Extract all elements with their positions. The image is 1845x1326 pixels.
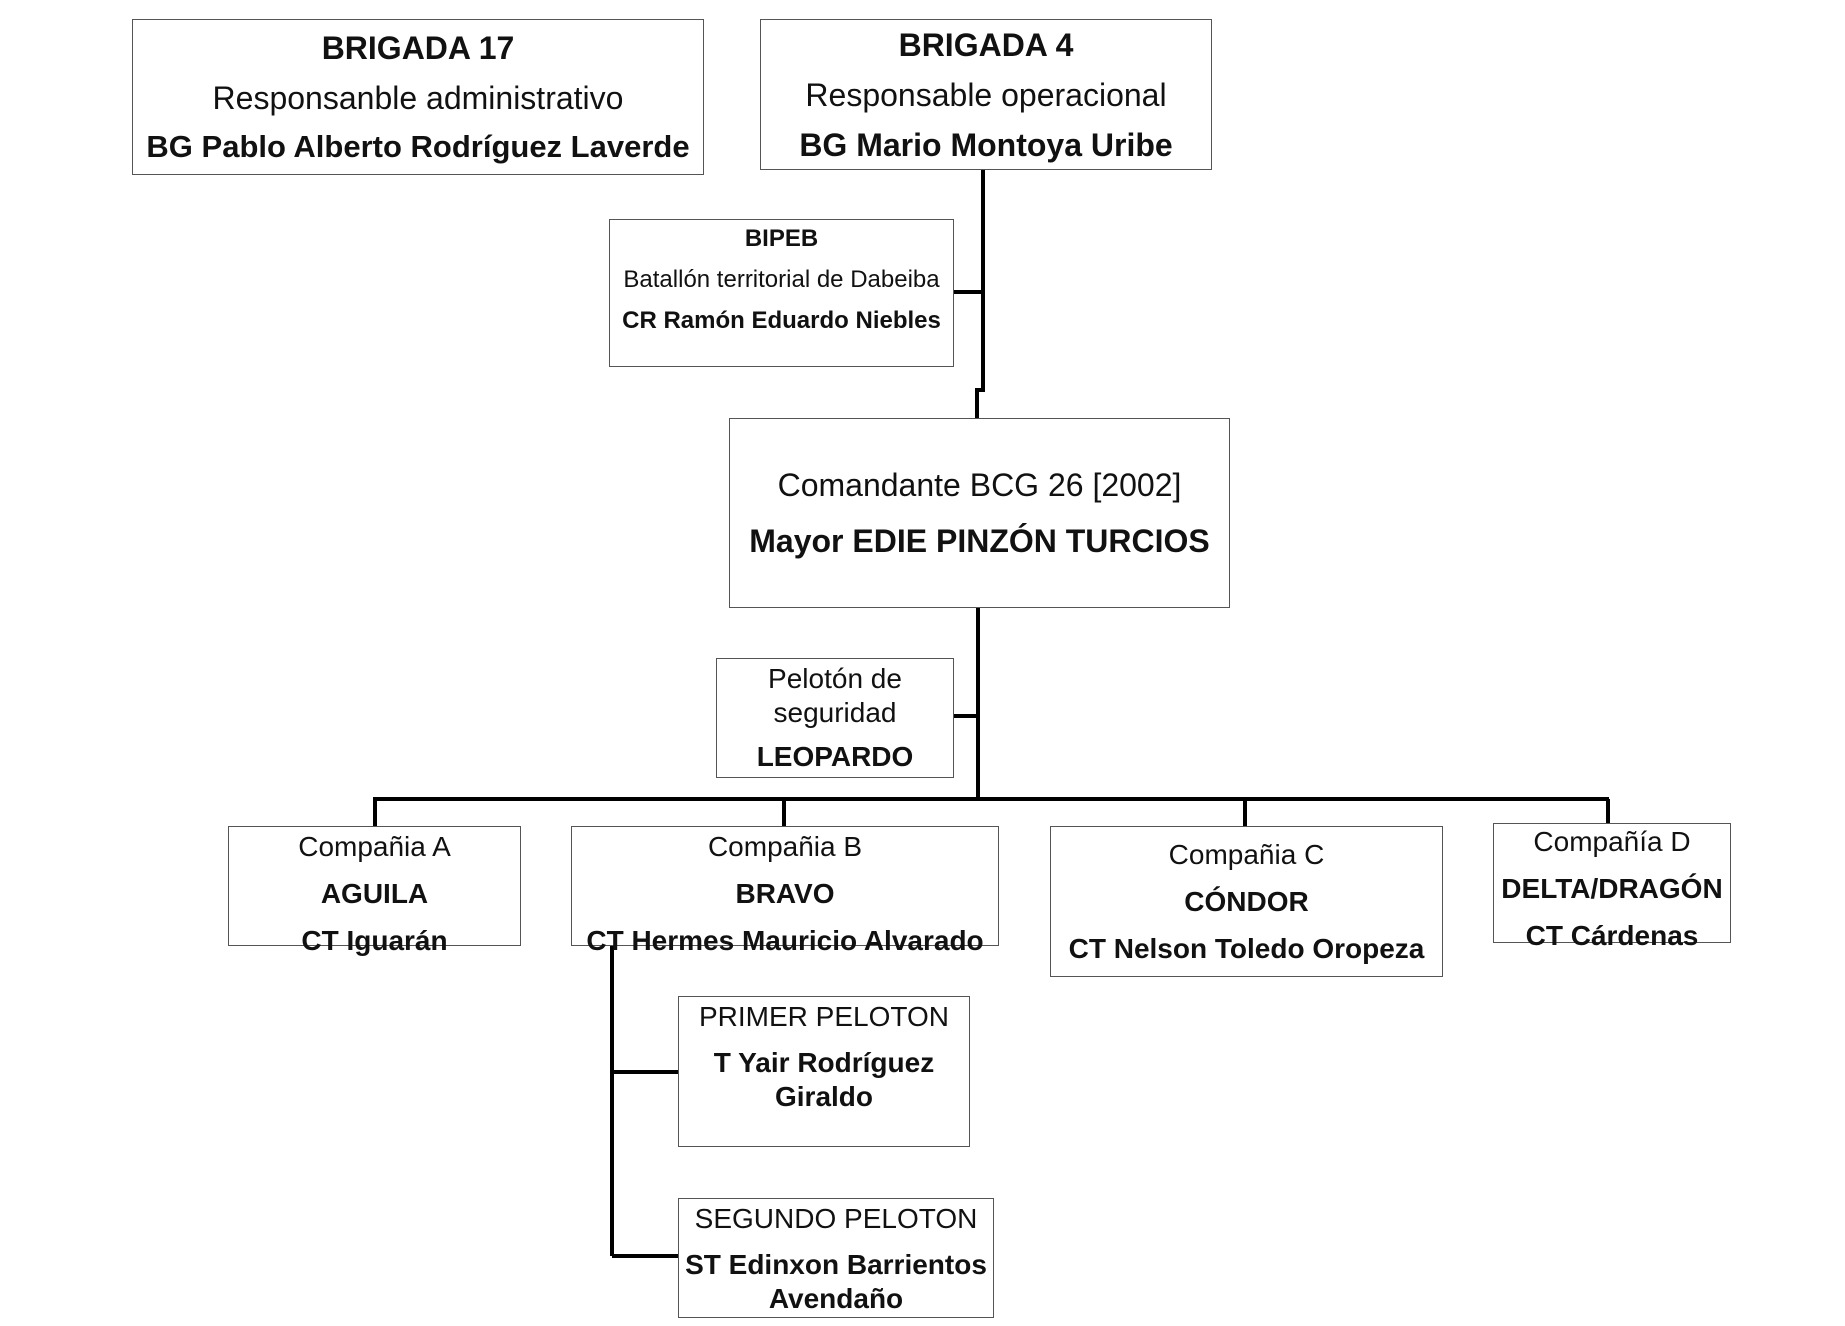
- brigada4-role: Responsable operacional: [805, 76, 1167, 113]
- brigada4-commander: BG Mario Montoya Uribe: [799, 126, 1173, 163]
- bipeb-role: Batallón territorial de Dabeiba: [623, 266, 940, 293]
- segundo-peloton-title: SEGUNDO PELOTON: [694, 1203, 978, 1234]
- segundo-peloton-commander: ST Edinxon Barrientos Avendaño: [685, 1249, 987, 1314]
- peloton-seguridad-role: Pelotón de seguridad: [768, 662, 902, 728]
- compania-c-box: Compañia C CÓNDOR CT Nelson Toledo Orope…: [1050, 826, 1443, 977]
- primer-peloton-box: PRIMER PELOTON T Yair Rodríguez Giraldo: [678, 996, 970, 1147]
- comandante-role: Comandante BCG 26 [2002]: [777, 467, 1182, 503]
- compania-d-name: DELTA/DRAGÓN: [1501, 873, 1723, 904]
- bipeb-box: BIPEB Batallón territorial de Dabeiba CR…: [609, 219, 954, 367]
- compania-a-role: Compañia A: [298, 831, 451, 862]
- compania-b-name: BRAVO: [735, 878, 835, 909]
- compania-c-commander: CT Nelson Toledo Oropeza: [1068, 933, 1425, 964]
- compania-b-role: Compañia B: [707, 831, 863, 862]
- brigada17-role: Responsanble administrativo: [212, 79, 624, 116]
- segundo-peloton-box: SEGUNDO PELOTON ST Edinxon Barrientos Av…: [678, 1198, 994, 1318]
- comandante-commander: Mayor EDIE PINZÓN TURCIOS: [749, 523, 1210, 559]
- brigada17-commander: BG Pablo Alberto Rodríguez Laverde: [146, 128, 690, 164]
- brigada4-title: BRIGADA 4: [898, 26, 1074, 63]
- compania-c-name: CÓNDOR: [1184, 886, 1309, 917]
- compania-d-commander: CT Cárdenas: [1525, 920, 1699, 951]
- connector-brigada4-trunk: [975, 168, 985, 418]
- brigada17-title: BRIGADA 17: [321, 29, 515, 66]
- compania-a-box: Compañia A AGUILA CT Iguarán: [228, 826, 521, 956]
- bipeb-commander: CR Ramón Eduardo Niebles: [622, 307, 941, 334]
- primer-peloton-commander: T Yair Rodríguez Giraldo: [713, 1047, 935, 1112]
- compania-c-role: Compañia C: [1168, 839, 1325, 870]
- comandante-box: Comandante BCG 26 [2002] Mayor EDIE PINZ…: [729, 418, 1230, 608]
- bipeb-title: BIPEB: [744, 225, 819, 252]
- compania-a-commander: CT Iguarán: [301, 925, 448, 956]
- compania-b-commander: CT Hermes Mauricio Alvarado: [586, 925, 984, 956]
- brigada4-box: BRIGADA 4 Responsable operacional BG Mar…: [760, 19, 1212, 170]
- peloton-seguridad-name: LEOPARDO: [756, 741, 914, 773]
- compania-d-box: Compañía D DELTA/DRAGÓN CT Cárdenas: [1493, 823, 1731, 951]
- compania-b-box: Compañia B BRAVO CT Hermes Mauricio Alva…: [571, 826, 999, 956]
- compania-a-name: AGUILA: [320, 878, 429, 909]
- primer-peloton-title: PRIMER PELOTON: [699, 1001, 949, 1032]
- compania-d-role: Compañía D: [1533, 826, 1691, 857]
- peloton-seguridad-box: Pelotón de seguridad LEOPARDO: [716, 658, 954, 778]
- brigada17-box: BRIGADA 17 Responsanble administrativo B…: [132, 19, 704, 175]
